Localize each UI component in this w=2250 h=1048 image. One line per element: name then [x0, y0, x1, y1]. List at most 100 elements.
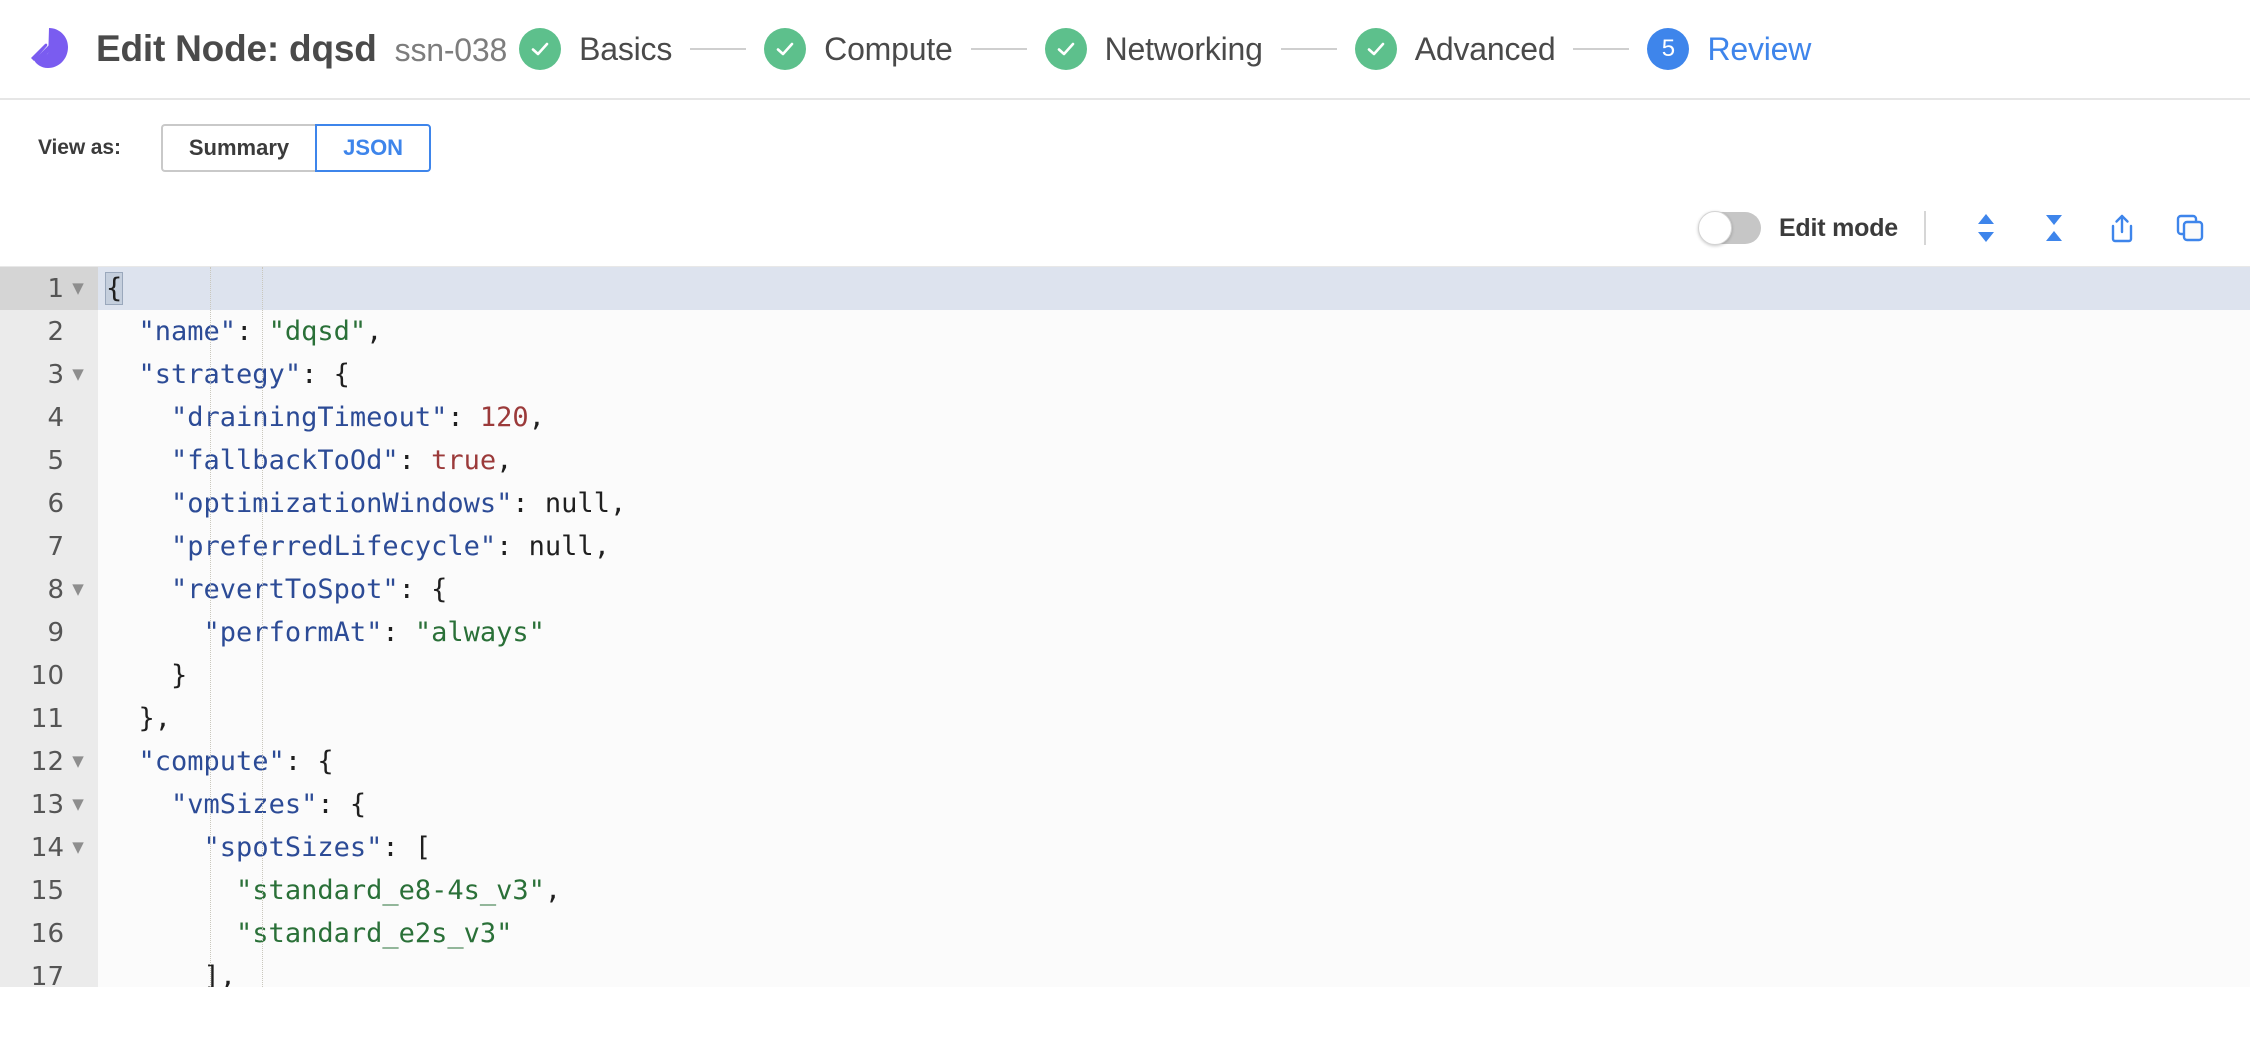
line-number: 1	[47, 273, 64, 304]
code-line-text: {	[104, 272, 124, 305]
code-line[interactable]: 6▼ "optimizationWindows": null,	[0, 482, 2250, 525]
step-connector	[690, 48, 747, 50]
line-number-gutter: 3▼	[0, 353, 98, 396]
code-line[interactable]: 5▼ "fallbackToOd": true,	[0, 439, 2250, 482]
copy-icon[interactable]	[2173, 211, 2207, 245]
line-number-gutter: 16▼	[0, 912, 98, 955]
code-line[interactable]: 14 ▼ "spotSizes": [	[0, 826, 2250, 869]
check-icon	[764, 28, 807, 70]
view-as-summary-button[interactable]: Summary	[160, 124, 316, 172]
line-number-gutter: 1▼	[0, 267, 98, 310]
view-as-segmented-control[interactable]: Summary JSON	[160, 124, 432, 172]
line-number-gutter: 2▼	[0, 310, 98, 353]
code-line[interactable]: 2▼ "name": "dqsd",	[0, 310, 2250, 353]
code-line-text: "performAt": "always"	[203, 617, 545, 648]
code-line[interactable]: 10▼ }	[0, 654, 2250, 697]
expand-all-icon[interactable]	[1969, 211, 2003, 245]
code-line[interactable]: 13 ▼ "vmSizes": {	[0, 783, 2250, 826]
indent-guide	[262, 267, 264, 987]
line-number-gutter: 17▼	[0, 955, 98, 987]
code-line[interactable]: 11▼ },	[0, 697, 2250, 740]
code-line-text: "drainingTimeout": 120,	[171, 402, 545, 433]
page-title: Edit Node: dqsd	[96, 28, 377, 69]
check-icon	[519, 28, 562, 70]
fold-arrow-icon[interactable]: ▼	[72, 795, 84, 813]
code-line[interactable]: 3▼ "strategy": {	[0, 353, 2250, 396]
code-line-text: "fallbackToOd": true,	[171, 445, 513, 476]
line-number: 12	[30, 746, 64, 777]
line-number-gutter: 8▼	[0, 568, 98, 611]
line-number-gutter: 4▼	[0, 396, 98, 439]
line-number-gutter: 5▼	[0, 439, 98, 482]
view-as-row: View as: Summary JSON	[0, 100, 2250, 172]
export-icon[interactable]	[2105, 211, 2139, 245]
code-line[interactable]: 15▼ "standard_e8-4s_v3",	[0, 869, 2250, 912]
code-line-text: "strategy": {	[138, 359, 350, 390]
line-number: 11	[30, 703, 64, 734]
line-number: 4	[47, 402, 64, 433]
line-number: 7	[47, 531, 64, 562]
view-as-json-button[interactable]: JSON	[315, 124, 432, 172]
fold-arrow-icon[interactable]: ▼	[72, 752, 84, 770]
stepper-step-networking[interactable]: Networking	[1044, 28, 1263, 70]
line-number: 2	[47, 316, 64, 347]
stepper-step-advanced[interactable]: Advanced	[1354, 28, 1556, 70]
line-number: 9	[47, 617, 64, 648]
line-number: 10	[30, 660, 64, 691]
fold-arrow-icon[interactable]: ▼	[72, 580, 84, 598]
view-as-label: View as:	[38, 136, 121, 159]
code-line[interactable]: 7▼ "preferredLifecycle": null,	[0, 525, 2250, 568]
code-line-text: "standard_e8-4s_v3",	[236, 875, 562, 906]
editor-toolbar: Edit mode	[0, 198, 2250, 258]
wizard-stepper: Basics Compute Networking Advanced 5 Review	[519, 28, 2250, 70]
code-line-text: "vmSizes": {	[171, 789, 367, 820]
code-line-text: "compute": {	[138, 746, 334, 777]
code-line[interactable]: 12 ▼ "compute": {	[0, 740, 2250, 783]
line-number-gutter: 9▼	[0, 611, 98, 654]
fold-arrow-icon[interactable]: ▼	[72, 838, 84, 856]
code-line-text: "preferredLifecycle": null,	[171, 531, 610, 562]
stepper-step-label: Review	[1707, 30, 1812, 67]
line-number-gutter: 7▼	[0, 525, 98, 568]
line-number-gutter: 15▼	[0, 869, 98, 912]
fold-arrow-icon[interactable]: ▼	[72, 365, 84, 383]
stepper-step-review[interactable]: 5 Review	[1647, 28, 1811, 70]
code-line[interactable]: 16▼ "standard_e2s_v3"	[0, 912, 2250, 955]
edit-mode-toggle[interactable]	[1697, 211, 1761, 245]
json-code-editor[interactable]: 1▼{2▼ "name": "dqsd",3▼ "strategy": {4▼ …	[0, 266, 2250, 987]
code-line-text: },	[138, 703, 172, 734]
code-line[interactable]: 8▼ "revertToSpot": {	[0, 568, 2250, 611]
page-subtitle: ssn-038	[394, 32, 508, 68]
step-connector	[970, 48, 1027, 50]
collapse-all-icon[interactable]	[2037, 211, 2071, 245]
code-line[interactable]: 4▼ "drainingTimeout": 120,	[0, 396, 2250, 439]
line-number: 5	[47, 445, 64, 476]
line-number-gutter: 14 ▼	[0, 826, 98, 869]
line-number: 13	[30, 789, 64, 820]
stepper-step-label: Basics	[579, 30, 673, 67]
code-line-text: "optimizationWindows": null,	[171, 488, 627, 519]
fold-arrow-icon[interactable]: ▼	[72, 279, 84, 297]
page-header: Edit Node: dqsd ssn-038 Basics Compute Net…	[0, 0, 2250, 100]
step-connector	[1280, 48, 1337, 50]
stepper-step-compute[interactable]: Compute	[764, 28, 953, 70]
code-line-text: }	[171, 660, 188, 691]
stepper-step-label: Compute	[824, 30, 953, 67]
code-line[interactable]: 9▼ "performAt": "always"	[0, 611, 2250, 654]
stepper-step-label: Networking	[1104, 30, 1263, 67]
code-line-text: "spotSizes": [	[203, 832, 432, 863]
code-line-text: "revertToSpot": {	[171, 574, 448, 605]
line-number: 17	[30, 961, 64, 988]
stepper-step-basics[interactable]: Basics	[519, 28, 672, 70]
line-number: 16	[30, 918, 64, 949]
code-line[interactable]: 17▼ ],	[0, 955, 2250, 987]
stepper-step-label: Advanced	[1414, 30, 1556, 67]
toolbar-divider	[1924, 211, 1926, 245]
code-line-text: "standard_e2s_v3"	[236, 918, 513, 949]
step-number-badge: 5	[1647, 28, 1690, 70]
line-number-gutter: 12 ▼	[0, 740, 98, 783]
line-number-gutter: 6▼	[0, 482, 98, 525]
edit-mode-label: Edit mode	[1778, 213, 1898, 242]
line-number: 14	[30, 832, 64, 863]
code-line[interactable]: 1▼{	[0, 267, 2250, 310]
